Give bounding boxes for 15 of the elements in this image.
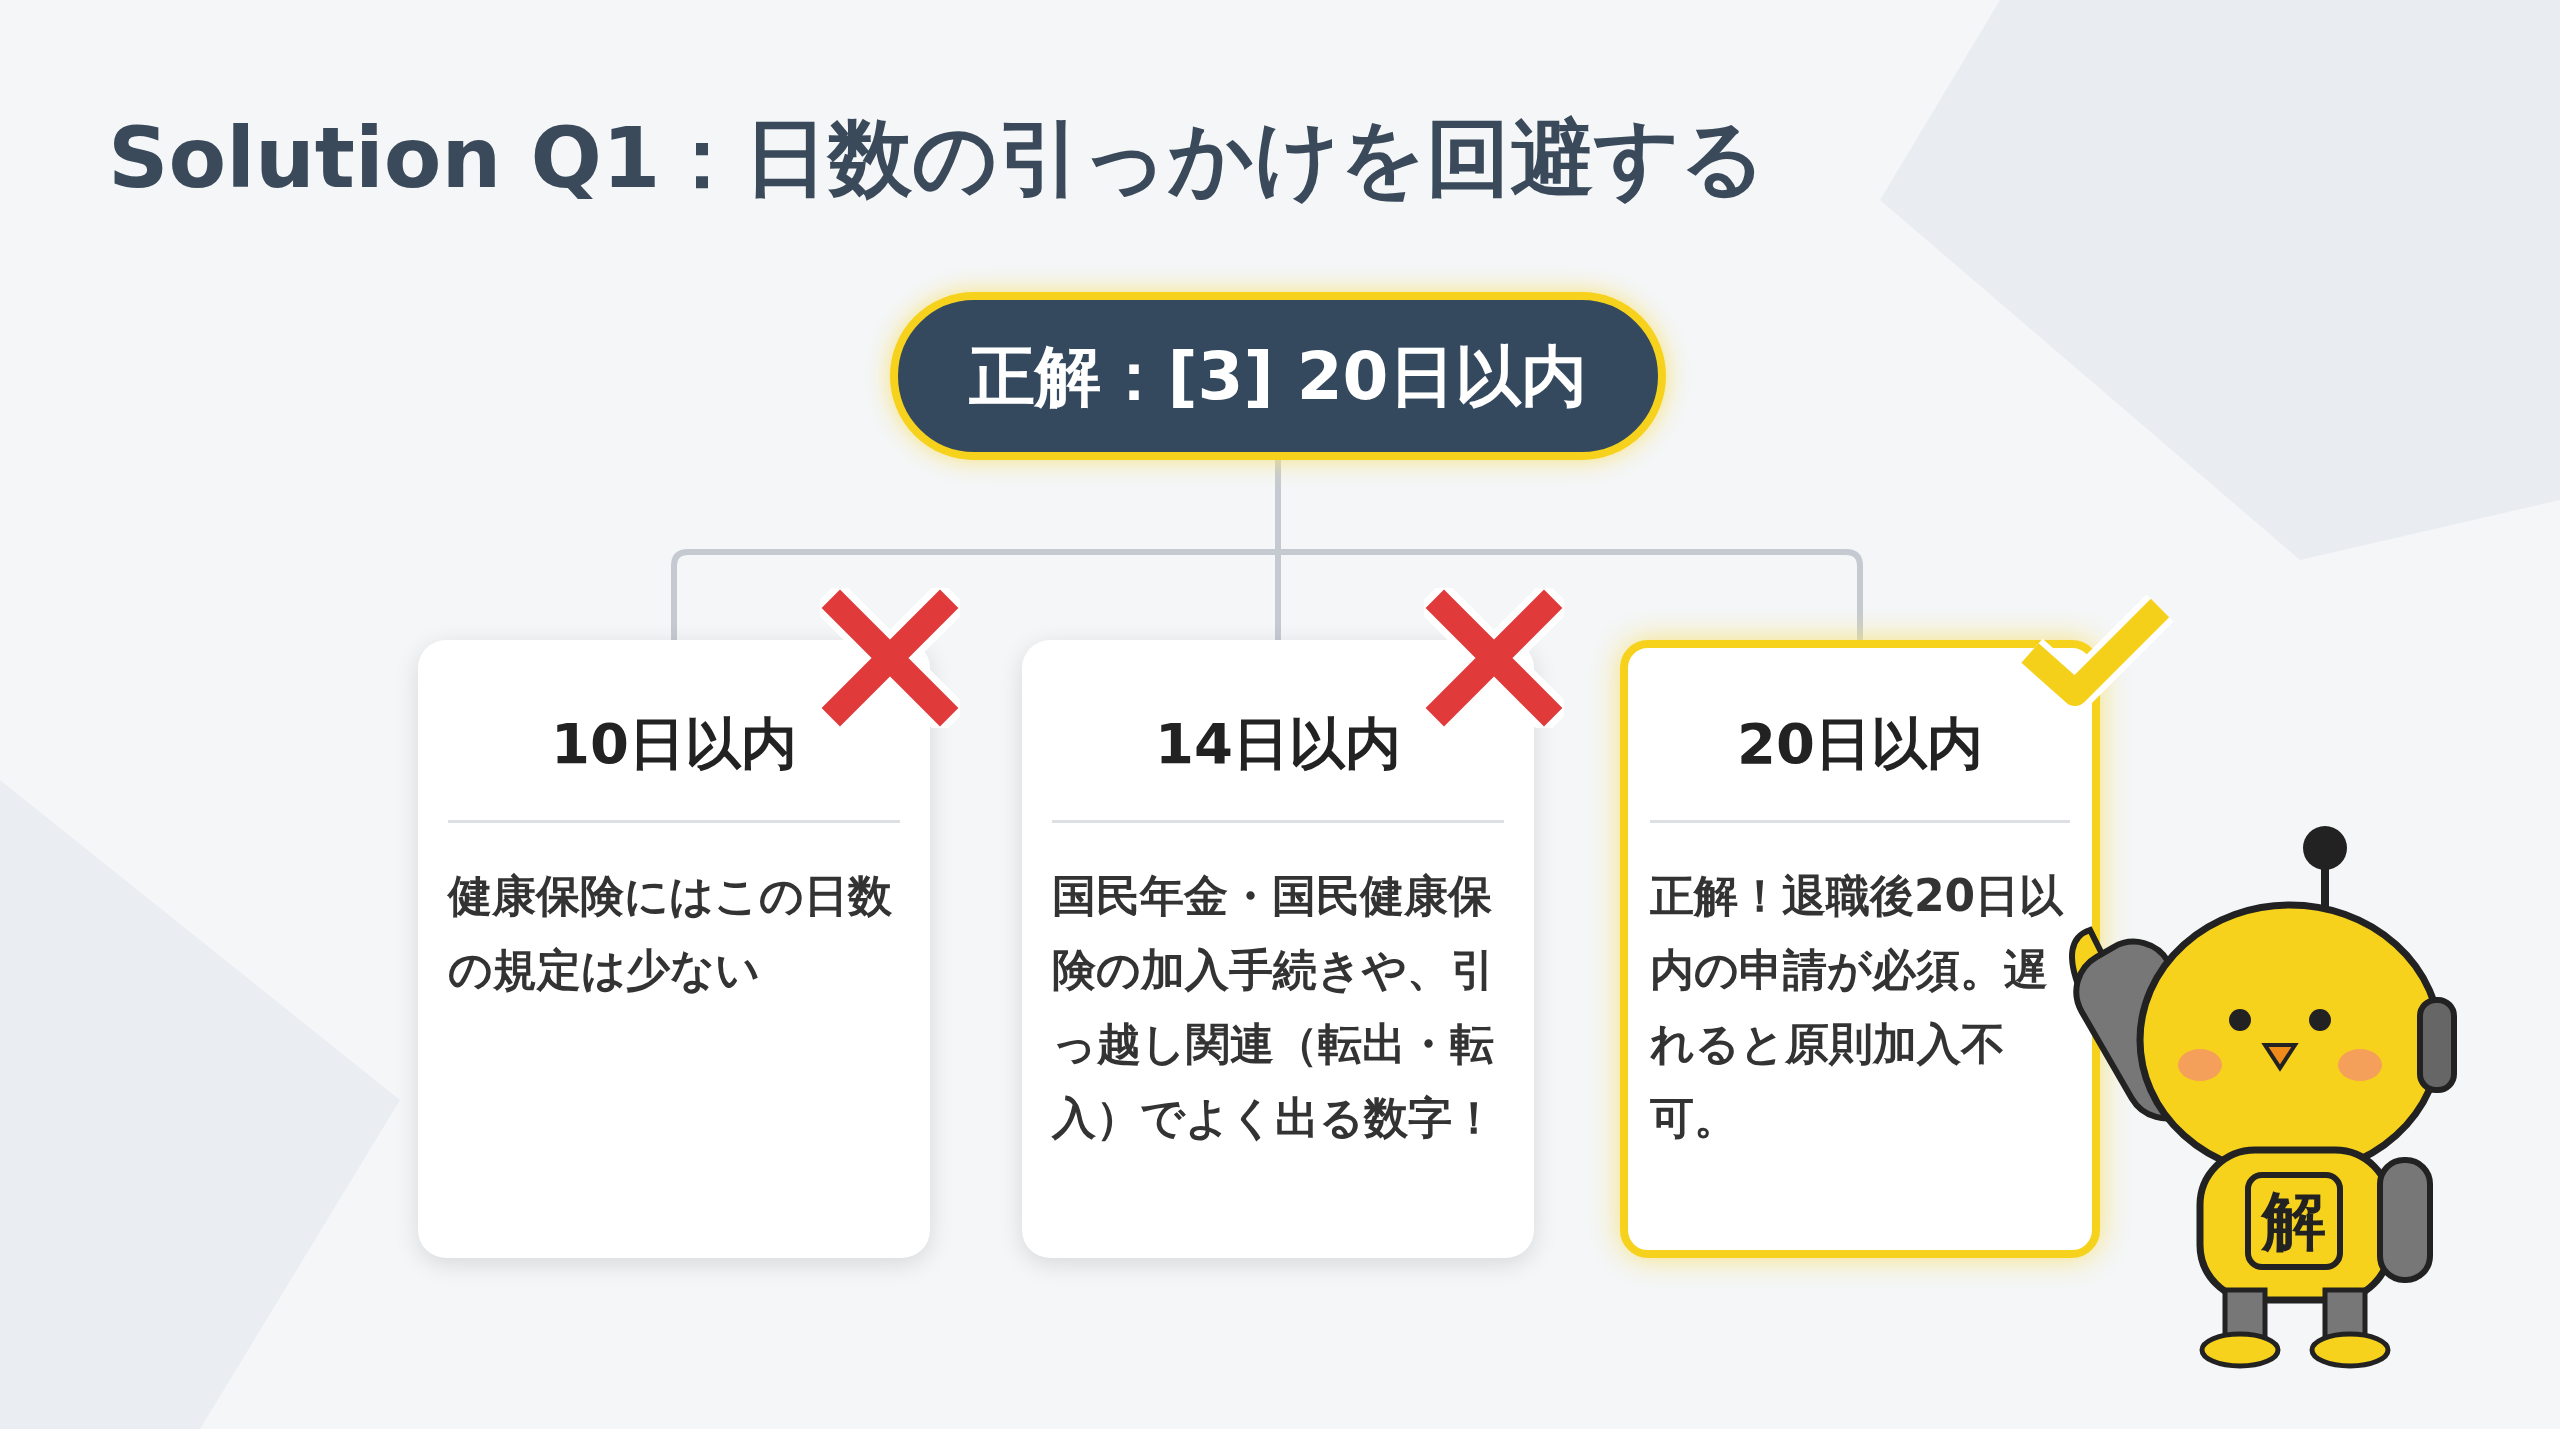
- option-card: [1620, 640, 2100, 1258]
- option-heading: 14日以内: [1052, 702, 1504, 823]
- option-description: 正解！退職後20日以内の申請が必須。遅れると原則加入不可。: [1650, 869, 2065, 1145]
- title: Solution Q1：日数の引っかけを回避する: [108, 108, 1767, 209]
- answer-pill: [890, 292, 1666, 460]
- robot-body-character: 解: [2259, 1183, 2327, 1260]
- option-heading: 10日以内: [448, 702, 900, 823]
- option-card: [418, 640, 930, 1258]
- option-description: 健康保険にはこの日数の規定は少ない: [448, 869, 893, 997]
- option-heading: 20日以内: [1650, 702, 2070, 823]
- option-description: 国民年金・国民健康保険の加入手続きや、引っ越し関連（転出・転入）でよく出る数字！: [1052, 869, 1497, 1145]
- cross-icon: [820, 588, 960, 728]
- answer-text: 正解：[3] 20日以内: [969, 336, 1587, 417]
- option-card: [1022, 640, 1534, 1258]
- cross-icon: [1424, 588, 1564, 728]
